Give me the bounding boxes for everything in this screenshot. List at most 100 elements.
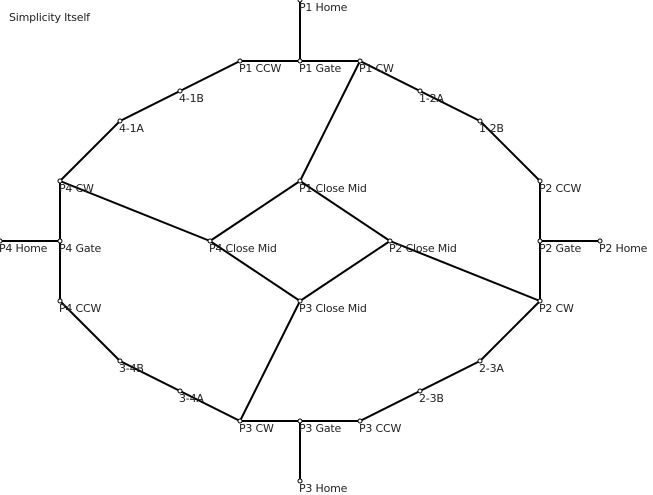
node-label: P3 Gate xyxy=(299,422,342,435)
edge-p3-cw-to-3-4a xyxy=(179,390,241,422)
node-p1-cw[interactable]: P1 CW xyxy=(357,58,394,75)
node-p2-cw[interactable]: P2 CW xyxy=(537,298,574,315)
edge-3-4a-to-3-4b xyxy=(119,360,181,392)
node-label: P1 Home xyxy=(299,1,348,14)
node-marker xyxy=(237,418,243,424)
node-marker xyxy=(357,58,363,64)
node-marker xyxy=(177,388,183,394)
node-p3-cw[interactable]: P3 CW xyxy=(237,418,274,435)
node-marker xyxy=(417,388,423,394)
node-marker xyxy=(57,178,63,184)
node-label: P3 Close Mid xyxy=(299,302,367,315)
node-marker xyxy=(177,88,183,94)
node-label: P1 CCW xyxy=(239,62,281,75)
node-label: 4-1A xyxy=(119,122,144,135)
edge-p1-cw-to-p1-close-mid xyxy=(299,60,361,182)
node-label: P2 Gate xyxy=(539,242,582,255)
node-marker xyxy=(537,298,543,304)
node-label: 2-3A xyxy=(479,362,504,375)
node-label: P3 CW xyxy=(239,422,274,435)
node-p2-home[interactable]: P2 Home xyxy=(597,238,648,255)
edge-4-1a-to-p4-cw xyxy=(59,120,121,182)
node-p3-home[interactable]: P3 Home xyxy=(297,478,348,495)
node-label: P1 CW xyxy=(359,62,394,75)
node-label: 3-4B xyxy=(119,362,144,375)
node-p3-ccw[interactable]: P3 CCW xyxy=(357,418,402,435)
node-label: P4 CW xyxy=(59,182,94,195)
node-marker xyxy=(357,418,363,424)
node-p3-gate[interactable]: P3 Gate xyxy=(297,418,342,435)
node-label: P3 Home xyxy=(299,482,348,495)
edge-4-1b-to-4-1a xyxy=(119,90,181,122)
node-p1-close-mid[interactable]: P1 Close Mid xyxy=(297,178,367,195)
node-2-3a[interactable]: 2-3A xyxy=(477,358,505,375)
node-marker xyxy=(117,118,123,124)
node-label: 4-1B xyxy=(179,92,204,105)
edge-layer xyxy=(0,0,601,482)
node-marker xyxy=(297,298,303,304)
node-marker xyxy=(597,238,603,244)
node-label: P2 Close Mid xyxy=(389,242,457,255)
node-marker xyxy=(207,238,213,244)
node-marker xyxy=(117,358,123,364)
node-marker xyxy=(57,238,63,244)
node-3-4a[interactable]: 3-4A xyxy=(177,388,205,405)
edge-p4-close-mid-to-p4-cw xyxy=(59,180,211,242)
node-p1-home[interactable]: P1 Home xyxy=(297,0,348,14)
node-p4-ccw[interactable]: P4 CCW xyxy=(57,298,102,315)
node-2-3b[interactable]: 2-3B xyxy=(417,388,444,405)
edge-p2-cw-to-2-3a xyxy=(479,300,541,362)
node-p3-close-mid[interactable]: P3 Close Mid xyxy=(297,298,367,315)
node-label: P2 CCW xyxy=(539,182,581,195)
edge-2-3b-to-p3-ccw xyxy=(359,390,421,422)
edge-p1-ccw-to-4-1b xyxy=(179,60,241,92)
node-marker xyxy=(417,88,423,94)
node-p2-ccw[interactable]: P2 CCW xyxy=(537,178,582,195)
edge-p2-close-mid-to-p2-cw xyxy=(389,240,541,302)
node-marker xyxy=(0,238,3,244)
node-p4-close-mid[interactable]: P4 Close Mid xyxy=(207,238,277,255)
node-p2-close-mid[interactable]: P2 Close Mid xyxy=(387,238,457,255)
node-p1-gate[interactable]: P1 Gate xyxy=(297,58,342,75)
node-label: 3-4A xyxy=(179,392,204,405)
node-label: P2 Home xyxy=(599,242,648,255)
node-marker xyxy=(537,178,543,184)
edge-p1-cw-to-1-2a xyxy=(359,60,421,92)
node-marker xyxy=(387,238,393,244)
edge-p3-close-mid-to-p4-close-mid xyxy=(209,240,301,302)
node-label: 1-2A xyxy=(419,92,444,105)
node-label: 2-3B xyxy=(419,392,444,405)
node-marker xyxy=(477,358,483,364)
node-1-2a[interactable]: 1-2A xyxy=(417,88,445,105)
node-label: P2 CW xyxy=(539,302,574,315)
node-label: P3 CCW xyxy=(359,422,401,435)
node-label: P4 CCW xyxy=(59,302,101,315)
edge-1-2b-to-p2-ccw xyxy=(479,120,541,182)
edge-p2-close-mid-to-p3-close-mid xyxy=(299,240,391,302)
node-marker xyxy=(477,118,483,124)
diagram-title: Simplicity Itself xyxy=(9,11,90,24)
node-marker xyxy=(57,298,63,304)
node-label: P1 Gate xyxy=(299,62,342,75)
node-p1-ccw[interactable]: P1 CCW xyxy=(237,58,282,75)
node-marker xyxy=(297,58,303,64)
node-4-1b[interactable]: 4-1B xyxy=(177,88,204,105)
edge-3-4b-to-p4-ccw xyxy=(59,300,121,362)
node-p4-gate[interactable]: P4 Gate xyxy=(57,238,102,255)
node-4-1a[interactable]: 4-1A xyxy=(117,118,145,135)
node-marker xyxy=(297,0,303,3)
node-marker xyxy=(297,178,303,184)
node-label: P1 Close Mid xyxy=(299,182,367,195)
node-3-4b[interactable]: 3-4B xyxy=(117,358,144,375)
node-p4-cw[interactable]: P4 CW xyxy=(57,178,94,195)
edge-p1-close-mid-to-p4-close-mid xyxy=(209,180,301,242)
node-label: P4 Home xyxy=(0,242,48,255)
node-1-2b[interactable]: 1-2B xyxy=(477,118,504,135)
node-marker xyxy=(237,58,243,64)
node-p4-home[interactable]: P4 Home xyxy=(0,238,48,255)
node-label: 1-2B xyxy=(479,122,504,135)
node-p2-gate[interactable]: P2 Gate xyxy=(537,238,582,255)
node-label: P4 Close Mid xyxy=(209,242,277,255)
